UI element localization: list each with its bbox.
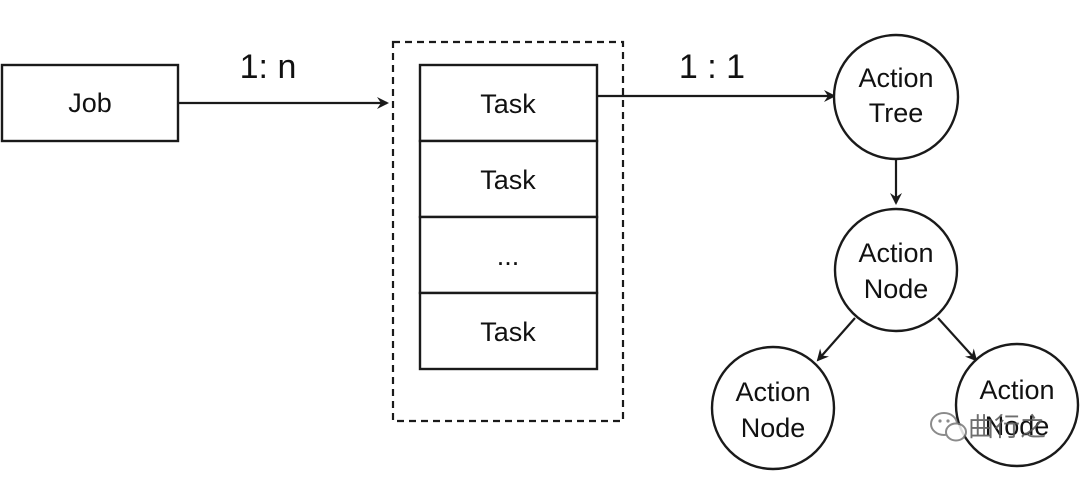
- task-label: Task: [480, 317, 536, 347]
- node-label-line1: Action: [979, 375, 1054, 405]
- task-box: [418, 139, 599, 219]
- action-tree-node: Action Tree: [832, 33, 960, 161]
- task-box: [418, 291, 599, 371]
- node-label-line1: Action: [858, 238, 933, 268]
- task-box-ellipsis: [418, 215, 599, 295]
- task-label: Task: [480, 165, 536, 195]
- watermark-text: 曲行之: [968, 413, 1046, 443]
- watermark: 曲行之: [930, 412, 1046, 443]
- node-label-line2: Node: [985, 411, 1050, 441]
- action-node-left: Action Node: [710, 345, 836, 471]
- node-label-line1: Action: [858, 63, 933, 93]
- node-label-line2: Tree: [869, 98, 924, 128]
- edge-node-to-right-child: [937, 317, 978, 362]
- node-label-line2: Node: [864, 274, 929, 304]
- node-label-line1: Action: [735, 377, 810, 407]
- edge-label-task-to-tree: 1 : 1: [679, 48, 745, 86]
- action-node-right: Action Node: [954, 342, 1080, 468]
- task-group: [391, 40, 625, 423]
- node-label-line2: Node: [741, 413, 806, 443]
- task-list: Task Task ... Task: [418, 63, 599, 371]
- edge-label-job-to-tasks: 1: n: [240, 48, 297, 86]
- action-node-mid: Action Node: [833, 207, 959, 333]
- job-label: Job: [68, 88, 112, 118]
- edge-node-to-left-child: [816, 317, 856, 362]
- task-label-ellipsis: ...: [497, 241, 520, 271]
- wechat-icon: [930, 412, 967, 442]
- task-label: Task: [480, 89, 536, 119]
- job-box: Job: [0, 63, 180, 143]
